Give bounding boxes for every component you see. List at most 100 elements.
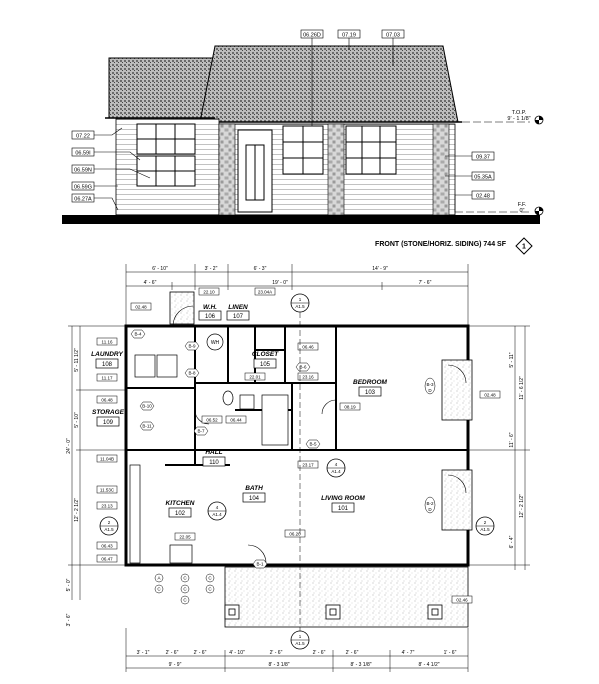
section-marker: 1 A1.5 (290, 630, 310, 650)
keynote-tag: 22.10 (203, 290, 215, 295)
room-number: 103 (365, 390, 376, 396)
plan-tags: 02.48 22.10 23.04A 11.16 11.17 06.48 11.… (96, 287, 501, 604)
keynote-tag: 06.59G (74, 185, 92, 191)
room-name: LIVING ROOM (321, 495, 365, 502)
door-tag: B-6 (299, 365, 307, 370)
dimension: 5' - 11" (509, 352, 515, 367)
water-heater (206, 333, 224, 351)
dimension: 5' - 10" (74, 412, 80, 428)
dimension: 4' - 6" (144, 280, 157, 286)
keynote-tag: 22.05 (179, 535, 191, 540)
main-roof (199, 45, 459, 123)
section-number: 1 (299, 634, 302, 639)
dimension: 3' - 6" (66, 613, 72, 626)
dimension: 6' - 4" (509, 535, 515, 548)
keynote-tag: 08.19 (344, 405, 356, 410)
keynote-tag: 06.47 (101, 557, 113, 562)
keynote-tag: 06.52 (206, 418, 218, 423)
interior-walls (126, 326, 468, 466)
dimension: 8' - 3 1/8" (268, 662, 289, 668)
door-tag: B-7 (197, 429, 205, 434)
dimension: 2' - 6" (346, 650, 359, 656)
dimension: 8' - 4 1/2" (418, 662, 439, 668)
dimension: 9' - 9" (169, 662, 182, 668)
view-marker-number: 1 (522, 244, 526, 251)
keynote-tag: 06.20 (289, 532, 301, 537)
room-name: CLOSET (252, 351, 279, 358)
keynote-tag: 06.46 (302, 345, 314, 350)
dimension: 6' - 10" (152, 266, 168, 272)
keynote-tag: 07.22 (76, 134, 90, 140)
side-stoop (169, 291, 195, 325)
dimension: 6' - 3" (254, 266, 267, 272)
level-value: 0" (519, 208, 524, 214)
keynote-tag: 06.48 (101, 398, 113, 403)
stone-pier (432, 123, 450, 216)
keynote-tag: 11.17 (102, 376, 113, 381)
keynote-tag: 07.03 (386, 33, 400, 39)
section-marker: 4 A1.4 (207, 501, 227, 521)
keynote-tag: 23.04A (258, 290, 272, 295)
dimension: 2' - 6" (313, 650, 326, 656)
section-sheet: A1.5 (295, 641, 305, 646)
dimension: 8' - 3 1/8" (350, 662, 371, 668)
stone-pier (327, 123, 345, 216)
door-tag: B-8 (188, 371, 196, 376)
keynote-tag: 06.26D (303, 33, 321, 39)
section-number: 1 (299, 297, 302, 302)
level-value: 9' - 1 1/8" (507, 116, 530, 122)
room-labels: W.H. 106 LINEN 107 LAUNDRY 108 CLOSET 10… (91, 304, 388, 518)
dimension: 12' - 2 1/2" (74, 498, 80, 522)
dimension: 2' - 6" (270, 650, 283, 656)
dimension: 3' - 1" (137, 650, 150, 656)
window-tags: A C C C C C C (154, 573, 215, 605)
dimension: 1' - 6" (444, 650, 457, 656)
keynote-tag: 06.43 (101, 544, 113, 549)
door-tags: B-4 B-9 B-8 B-10 B-11 B-7 B-6 B-5 B-3 D … (130, 329, 436, 569)
door-tag: B-3 (426, 382, 434, 387)
window-left-upper (136, 123, 196, 187)
keynote-tag: 06.59N (74, 168, 92, 174)
dimension: 4' - 7" (402, 650, 415, 656)
room-number: 101 (338, 506, 349, 512)
door-tag: B-1 (256, 562, 264, 567)
door-tag: B-10 (142, 404, 152, 409)
keynote-tag: 11.16 (102, 340, 113, 345)
window-tag: C (208, 576, 212, 581)
room-name: LAUNDRY (91, 351, 123, 358)
bay-window (441, 359, 473, 421)
keynote-tag: 06.59I (75, 151, 91, 157)
door-tag: B-2 (426, 501, 434, 506)
window-tag: A (157, 576, 160, 581)
bay-window (441, 469, 473, 531)
keynote-tag: 02.46 (456, 598, 468, 603)
level-top-of-plate: T.O.P. 9' - 1 1/8" (462, 110, 544, 125)
left-keynotes: 07.22 06.59I 06.59N 06.59G 06.27A (71, 127, 151, 211)
keynote-tag: 02.48 (135, 305, 147, 310)
keynote-tag: 11.53C (100, 488, 115, 493)
section-sheet: A1.5 (104, 527, 114, 532)
dimension: 2' - 6" (166, 650, 179, 656)
section-marker: 2 A1.5 (475, 516, 495, 536)
dimension: 14' - 9" (372, 266, 388, 272)
room-number: 110 (209, 460, 219, 466)
ground-line (62, 215, 540, 224)
stone-pier (218, 123, 236, 216)
keynote-tag: 23.16 (302, 375, 314, 380)
window-right (345, 125, 397, 175)
dimension: 3' - 2" (205, 266, 218, 272)
front-elevation: 06.26D 07.19 07.03 07.22 06.59I 06.59N 0… (62, 29, 544, 255)
dimension: 2' - 6" (194, 650, 207, 656)
section-marker: 4 A1.4 (326, 458, 346, 478)
section-marker: 2 A1.5 (99, 516, 119, 536)
keynote-tag: 09.37 (476, 155, 490, 161)
dimension: 5' - 0" (66, 578, 72, 591)
section-sheet: A1.4 (212, 512, 222, 517)
level-label: F.F. (518, 202, 527, 208)
room-name: BATH (245, 485, 263, 492)
keynote-tag: 23.13 (101, 504, 113, 509)
dimension: 4' - 10" (229, 650, 245, 656)
level-label: T.O.P. (512, 110, 527, 116)
view-marker (515, 237, 533, 255)
